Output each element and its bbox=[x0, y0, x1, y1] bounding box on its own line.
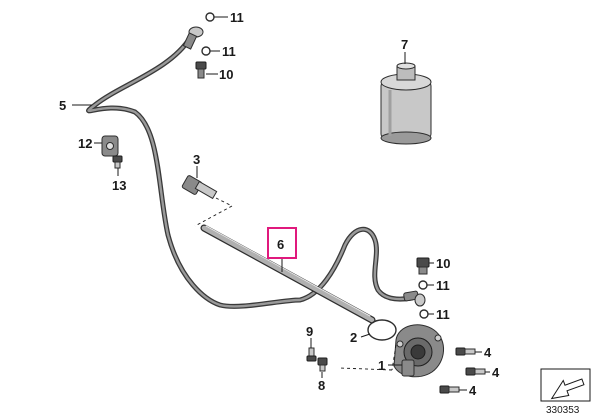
part-1-pump-housing bbox=[339, 324, 444, 378]
callout-9: 9 bbox=[306, 324, 313, 339]
part-7-filter bbox=[380, 62, 432, 145]
callout-labels: 11 11 10 7 5 12 13 3 6 10 11 11 2 9 1 8 … bbox=[59, 10, 500, 398]
part-12-bracket bbox=[101, 135, 119, 157]
leader-lines bbox=[72, 16, 490, 391]
callout-3: 3 bbox=[193, 152, 200, 167]
callout-4-a: 4 bbox=[484, 345, 492, 360]
part-10-fitting-right bbox=[416, 257, 430, 275]
part-11-oring-top-b bbox=[201, 46, 211, 56]
part-13-screw bbox=[112, 155, 123, 169]
callout-11-right-a: 11 bbox=[436, 278, 450, 293]
reference-number: 330353 bbox=[546, 405, 580, 416]
highlight-box bbox=[267, 227, 297, 259]
callout-10-top: 10 bbox=[219, 67, 233, 82]
callout-13: 13 bbox=[112, 178, 126, 193]
part-9-pin bbox=[306, 347, 317, 362]
callout-4-b: 4 bbox=[492, 365, 500, 380]
callout-12: 12 bbox=[78, 136, 92, 151]
callout-7: 7 bbox=[401, 37, 408, 52]
part-5-hose bbox=[86, 26, 426, 309]
callout-4-c: 4 bbox=[469, 383, 477, 398]
direction-arrow-icon bbox=[550, 378, 585, 400]
callout-5: 5 bbox=[59, 98, 66, 113]
part-4-bolt-c bbox=[439, 385, 460, 394]
callout-1: 1 bbox=[378, 358, 385, 373]
callout-2: 2 bbox=[350, 330, 357, 345]
callout-11-right-b: 11 bbox=[436, 307, 450, 322]
part-10-fitting-top bbox=[195, 61, 207, 79]
part-11-oring-right-a bbox=[418, 280, 428, 290]
callout-11-top-a: 11 bbox=[230, 10, 244, 25]
part-4-bolt-b bbox=[465, 367, 486, 376]
part-11-oring-right-b bbox=[419, 309, 429, 319]
callout-8: 8 bbox=[318, 378, 325, 393]
part-2-seal bbox=[367, 319, 397, 341]
part-11-oring-top-a bbox=[205, 12, 215, 22]
part-3-bolt bbox=[181, 175, 233, 227]
callout-11-top-b: 11 bbox=[222, 44, 236, 59]
callout-10-right: 10 bbox=[436, 256, 450, 271]
part-4-bolt-a bbox=[455, 347, 476, 356]
part-6-pipe bbox=[200, 224, 376, 324]
part-8-screw bbox=[317, 357, 328, 372]
callout-6-highlighted: 6 bbox=[277, 237, 284, 252]
reference-box: 330353 bbox=[540, 368, 591, 416]
